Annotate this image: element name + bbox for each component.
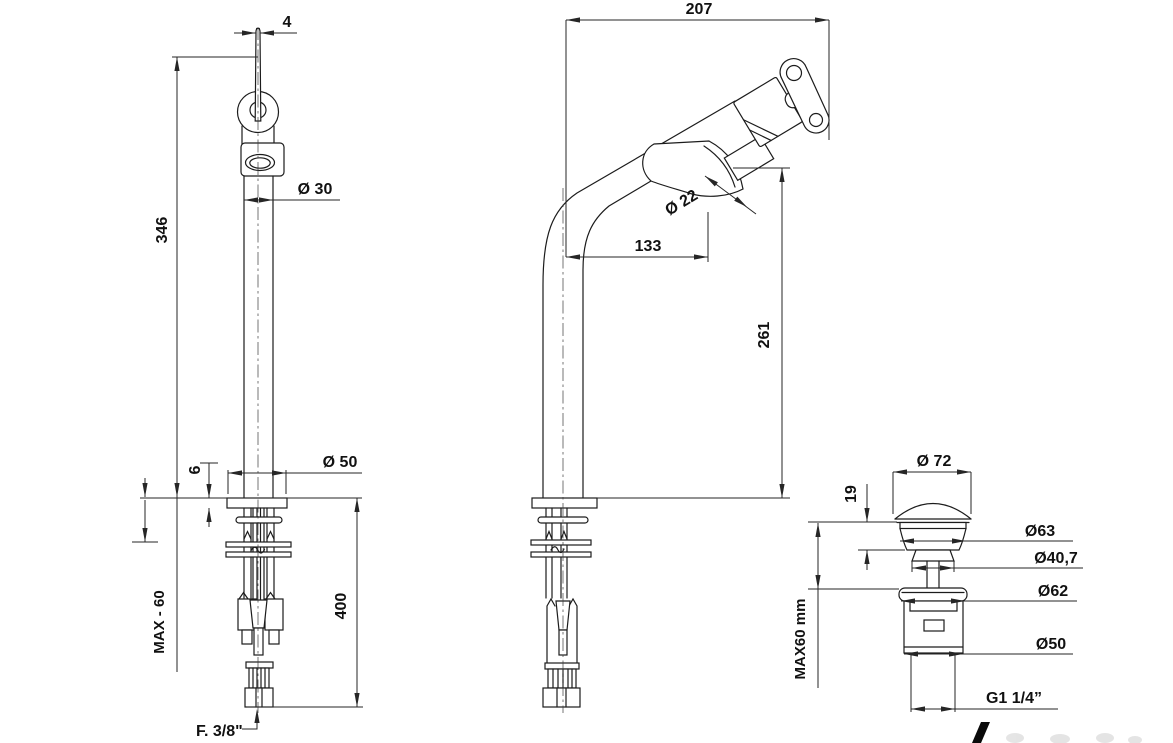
- waste-dimensions: Ø 72 19 MAX60 mm Ø63 Ø: [792, 453, 1083, 712]
- dim-cap-diameter: Ø 72: [917, 453, 952, 470]
- dim-thread: G1 1/4”: [986, 690, 1042, 707]
- side-dimensions: 207 133 261 Ø 22: [565, 1, 830, 499]
- dim-diameter-62: Ø62: [1038, 583, 1068, 600]
- brand-logo-mark: [972, 722, 1142, 743]
- front-faucet-outline: [226, 27, 288, 509]
- spout-outlet: [642, 140, 744, 197]
- front-undercounter-assembly: [225, 507, 292, 708]
- side-faucet-outline: [531, 58, 830, 509]
- dim-outlet-height: 261: [756, 322, 773, 349]
- dim-cap-height: 19: [843, 485, 860, 503]
- waste-outline: [894, 502, 972, 654]
- side-undercounter-assembly: [530, 507, 592, 708]
- dim-diameter-50: Ø50: [1036, 636, 1066, 653]
- dim-handle-width: 4: [283, 14, 292, 31]
- front-view: 4 346 Ø 30 Ø 50: [132, 14, 363, 740]
- front-dimensions: 4 346 Ø 30 Ø 50: [132, 14, 363, 740]
- dim-column-diameter: Ø 30: [298, 181, 333, 198]
- dim-outlet-reach: 133: [635, 238, 662, 255]
- dim-total-reach: 207: [686, 1, 713, 18]
- dim-base-diameter: Ø 50: [323, 454, 358, 471]
- dim-under-length: 400: [333, 593, 350, 620]
- side-view: 207 133 261 Ø 22: [530, 1, 830, 713]
- dim-supply-connection: F. 3/8": [196, 723, 243, 740]
- dim-waste-max-counter: MAX60 mm: [792, 599, 809, 680]
- dim-max-counter: MAX - 60: [151, 590, 168, 653]
- dim-spout-height: 346: [154, 217, 171, 244]
- dim-diameter-40-7: Ø40,7: [1034, 550, 1078, 567]
- dim-plate-thickness: 6: [187, 465, 204, 474]
- dim-diameter-63: Ø63: [1025, 523, 1055, 540]
- waste-view: Ø 72 19 MAX60 mm Ø63 Ø: [792, 453, 1083, 712]
